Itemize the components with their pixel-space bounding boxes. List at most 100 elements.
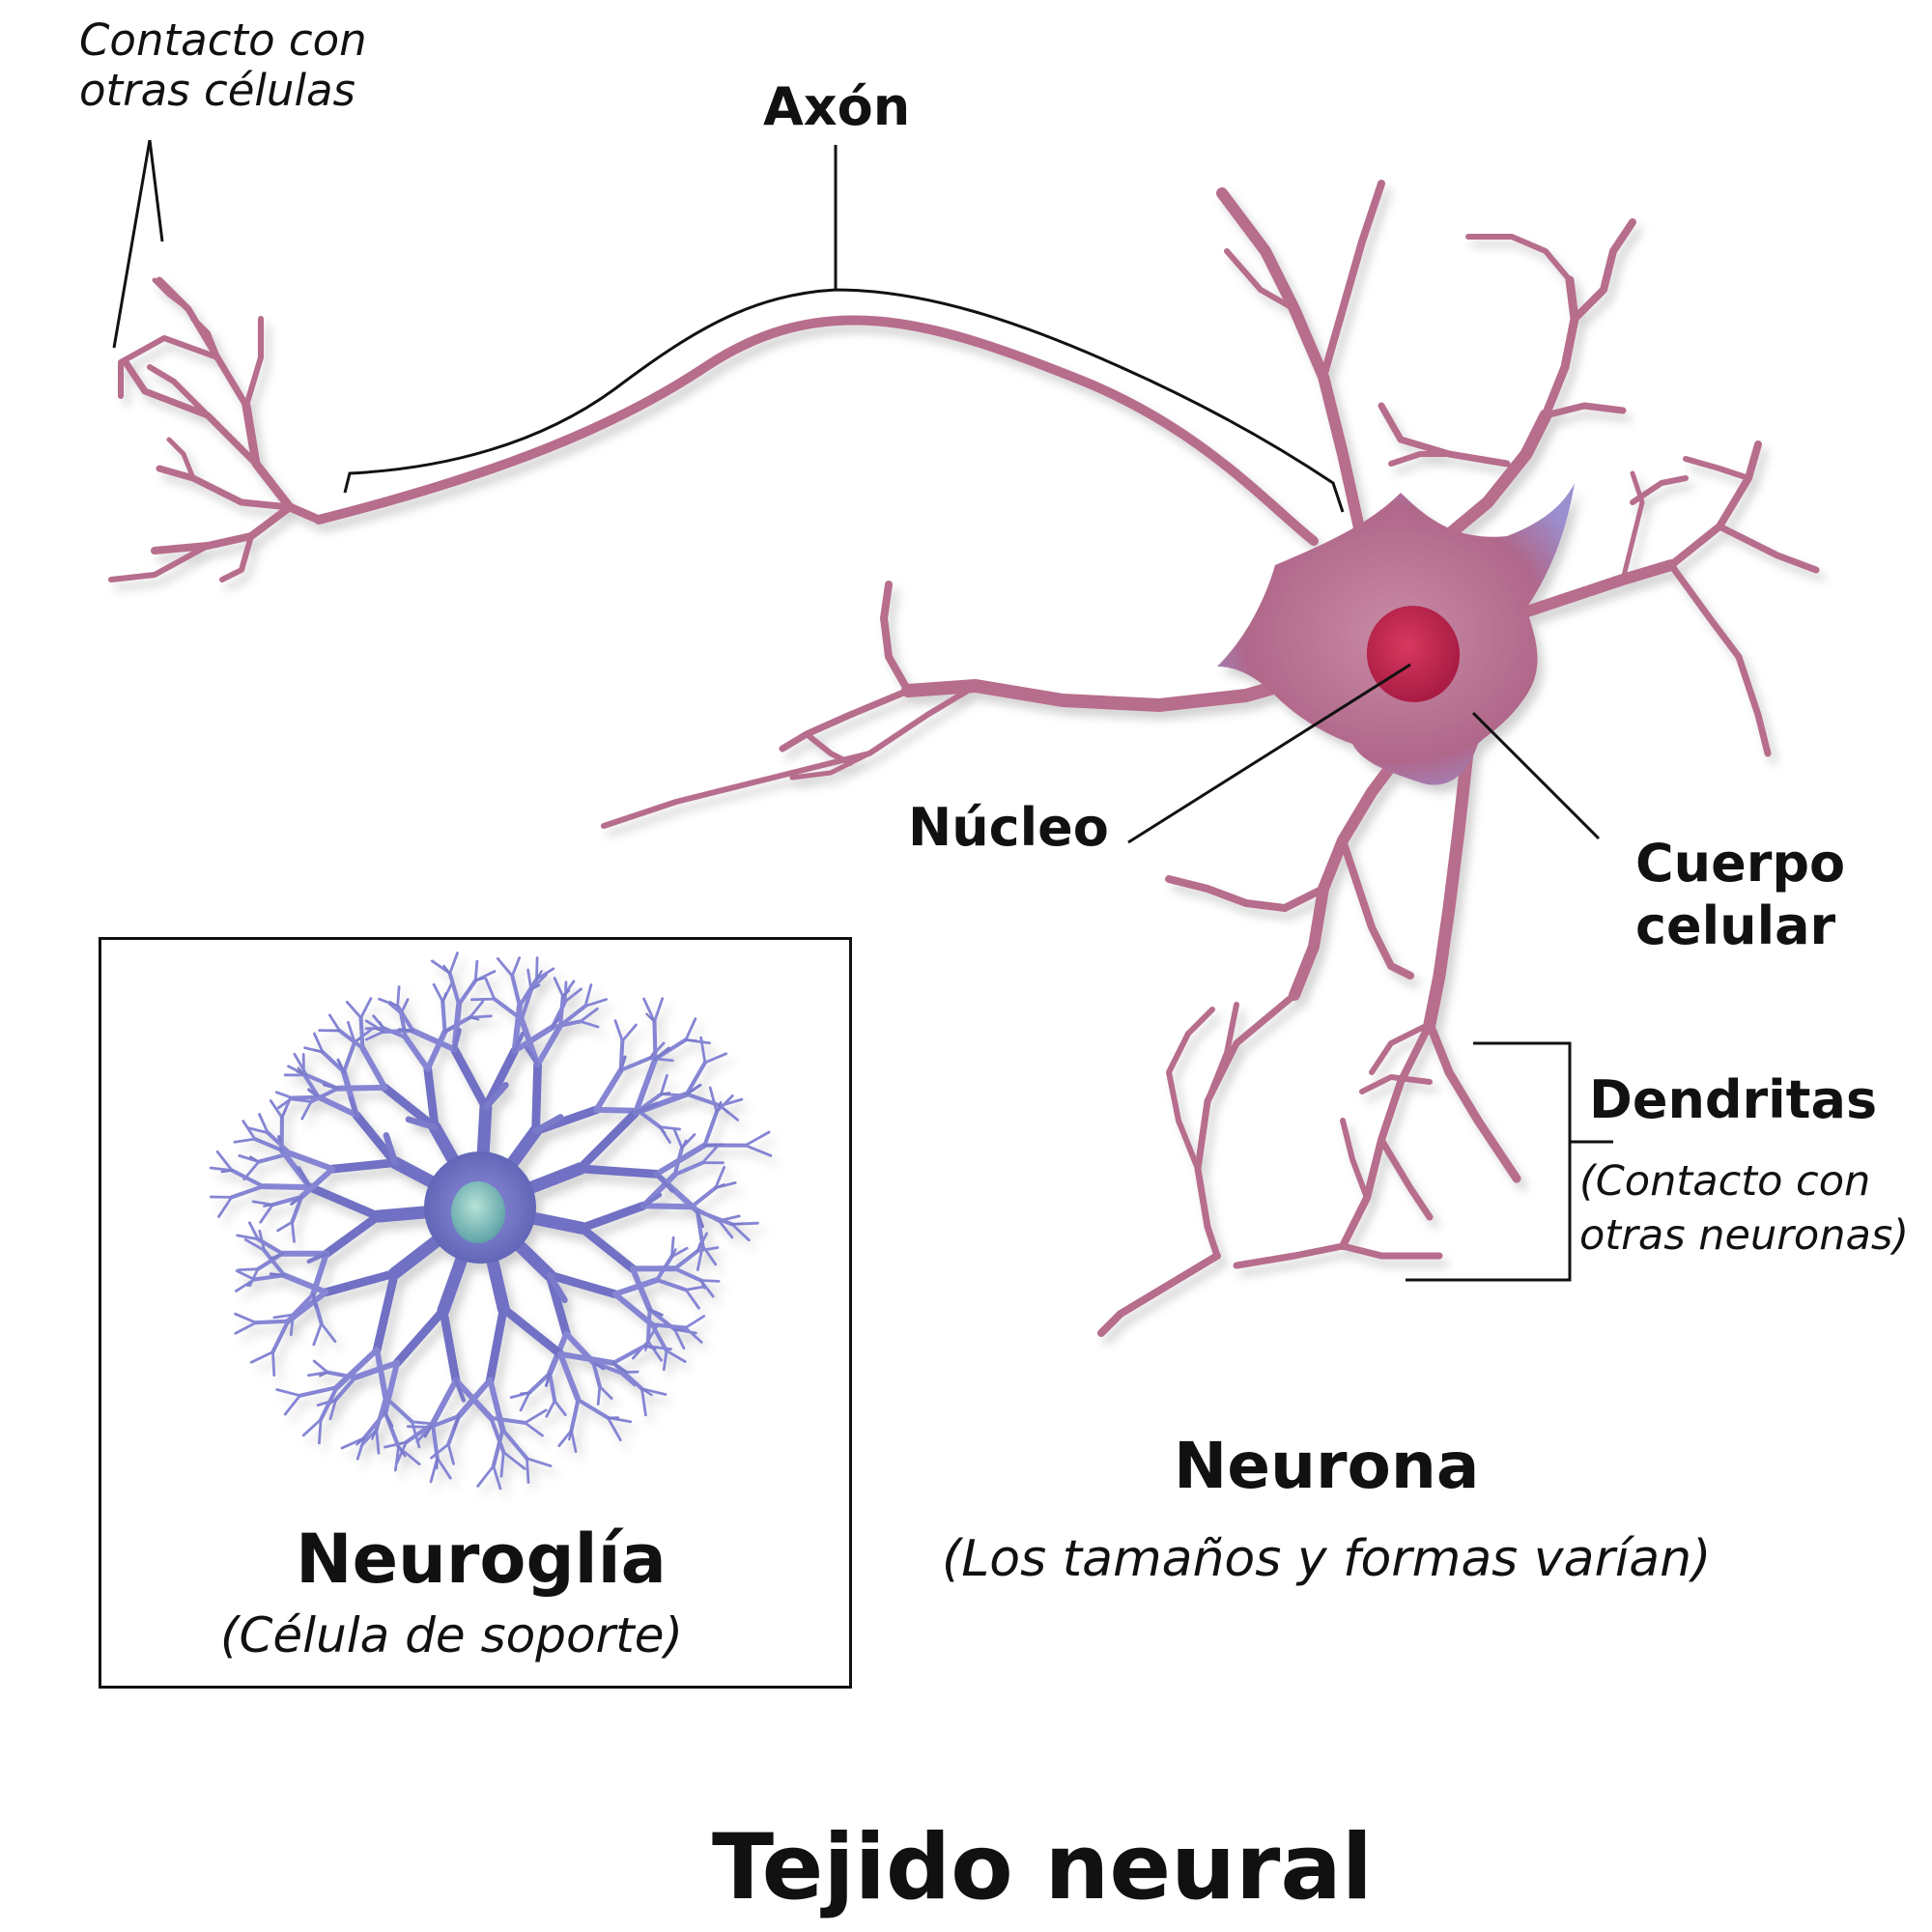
glia-branch <box>291 1292 316 1318</box>
glia-branch <box>511 1003 523 1054</box>
glia-branch <box>233 1137 257 1144</box>
glia-branch <box>672 1128 684 1150</box>
glia-branch <box>256 1236 285 1256</box>
figure-title: Tejido neural <box>712 1815 1374 1920</box>
glia-branch <box>672 1160 705 1178</box>
glia-branch <box>633 1101 660 1116</box>
glia-branch <box>557 1429 573 1447</box>
glia-branch <box>430 1442 450 1460</box>
glia-branch <box>359 997 373 1019</box>
glia-branch <box>452 1028 462 1052</box>
glia-branch <box>375 1428 381 1455</box>
glia-branch <box>670 1248 677 1258</box>
dendrites-bracket <box>1406 1041 1572 1282</box>
glia-branch <box>526 1371 553 1395</box>
glia-branch <box>654 1172 675 1193</box>
glia-branch <box>545 1372 552 1387</box>
glia-branch <box>548 1371 557 1404</box>
glia-branch <box>290 1195 303 1206</box>
glia-branch <box>662 1349 668 1372</box>
glia-branch <box>695 1208 734 1227</box>
dendrites-note: (Contacto con otras neuronas) <box>1579 1155 1909 1264</box>
glia-branch <box>685 1083 702 1096</box>
glia-branch <box>237 1267 260 1271</box>
glia-branch <box>469 1016 480 1021</box>
glia-branch <box>397 1445 407 1458</box>
glia-branch <box>397 1028 414 1033</box>
glia-branch <box>512 1031 526 1054</box>
glia-branch <box>473 959 479 982</box>
glia-branch <box>715 1094 734 1114</box>
glia-branch <box>298 1385 339 1398</box>
glia-branch <box>730 1222 751 1242</box>
glia-branch <box>498 1304 565 1359</box>
glia-branch <box>575 1108 640 1174</box>
glia-branch <box>653 997 665 1024</box>
glia-branch <box>333 1375 357 1402</box>
glia-branch <box>291 1220 296 1243</box>
glia-branch <box>684 1315 706 1329</box>
glia-branch <box>234 1312 258 1324</box>
cell-body-line-1: Cuerpo <box>1635 833 1846 894</box>
dendrites-note-line-2: otras neuronas) <box>1579 1210 1909 1260</box>
glia-branch <box>672 1266 703 1283</box>
glia-branch <box>702 1110 719 1148</box>
glia-branch <box>312 1321 324 1347</box>
glia-branch <box>558 1004 588 1028</box>
glia-branch <box>447 971 462 1007</box>
contact-cells-label: Contacto con otras células <box>79 15 367 116</box>
glia-branch <box>642 997 656 1024</box>
glia-branch <box>281 1272 329 1295</box>
glia-branch <box>717 1219 734 1239</box>
glia-branch <box>684 1326 703 1344</box>
glia-branch <box>312 1359 329 1374</box>
glia-branch <box>482 1081 509 1111</box>
glia-branch <box>270 1194 304 1208</box>
glia-branch <box>310 1250 329 1297</box>
glia-branch <box>293 1052 308 1077</box>
glia-branch <box>701 1244 718 1266</box>
glia-branch <box>352 1110 400 1167</box>
glia-branch <box>469 1000 485 1019</box>
glia-branch <box>258 1113 270 1134</box>
glia-branch <box>546 1271 568 1304</box>
glia-branch <box>348 1095 359 1118</box>
glia-branch <box>640 1387 647 1417</box>
glia-branch <box>269 1252 284 1261</box>
glia-branch <box>648 1308 664 1317</box>
glia-branch <box>229 1184 266 1200</box>
glia-branch <box>525 1045 540 1067</box>
glia-branch <box>703 1052 727 1065</box>
glia-branch <box>392 1306 448 1368</box>
axon-label: Axón <box>763 76 911 137</box>
glia-branch <box>563 987 582 1004</box>
glia-branch <box>632 1056 659 1116</box>
glia-branch <box>334 1084 388 1092</box>
glia-branch <box>684 1288 700 1310</box>
glia-branch <box>553 1399 567 1416</box>
glia-branch <box>535 970 543 980</box>
glia-branch <box>700 1146 719 1165</box>
glia-branch <box>309 1086 340 1104</box>
glia-branch <box>696 1244 704 1271</box>
glia-branch <box>696 1241 702 1253</box>
glia-branch <box>499 1450 505 1478</box>
glia-branch <box>272 1313 295 1320</box>
glia-branch <box>235 1269 256 1281</box>
glia-branch <box>561 989 571 998</box>
glia-branch <box>395 1004 415 1034</box>
contact-leader-2 <box>148 139 164 242</box>
glia-branch <box>453 1378 467 1403</box>
glia-branch <box>730 1222 745 1226</box>
glia-branch <box>526 1457 530 1484</box>
glia-branch <box>246 1126 270 1134</box>
glia-branch <box>453 1377 495 1421</box>
glia-branch <box>484 977 497 1001</box>
neuron <box>108 180 1820 1337</box>
glia-branch <box>311 1293 318 1309</box>
glia-branch <box>526 968 533 991</box>
glia-branch <box>446 1442 455 1465</box>
glia-branch <box>404 1421 435 1445</box>
glia-branch <box>534 1022 564 1068</box>
